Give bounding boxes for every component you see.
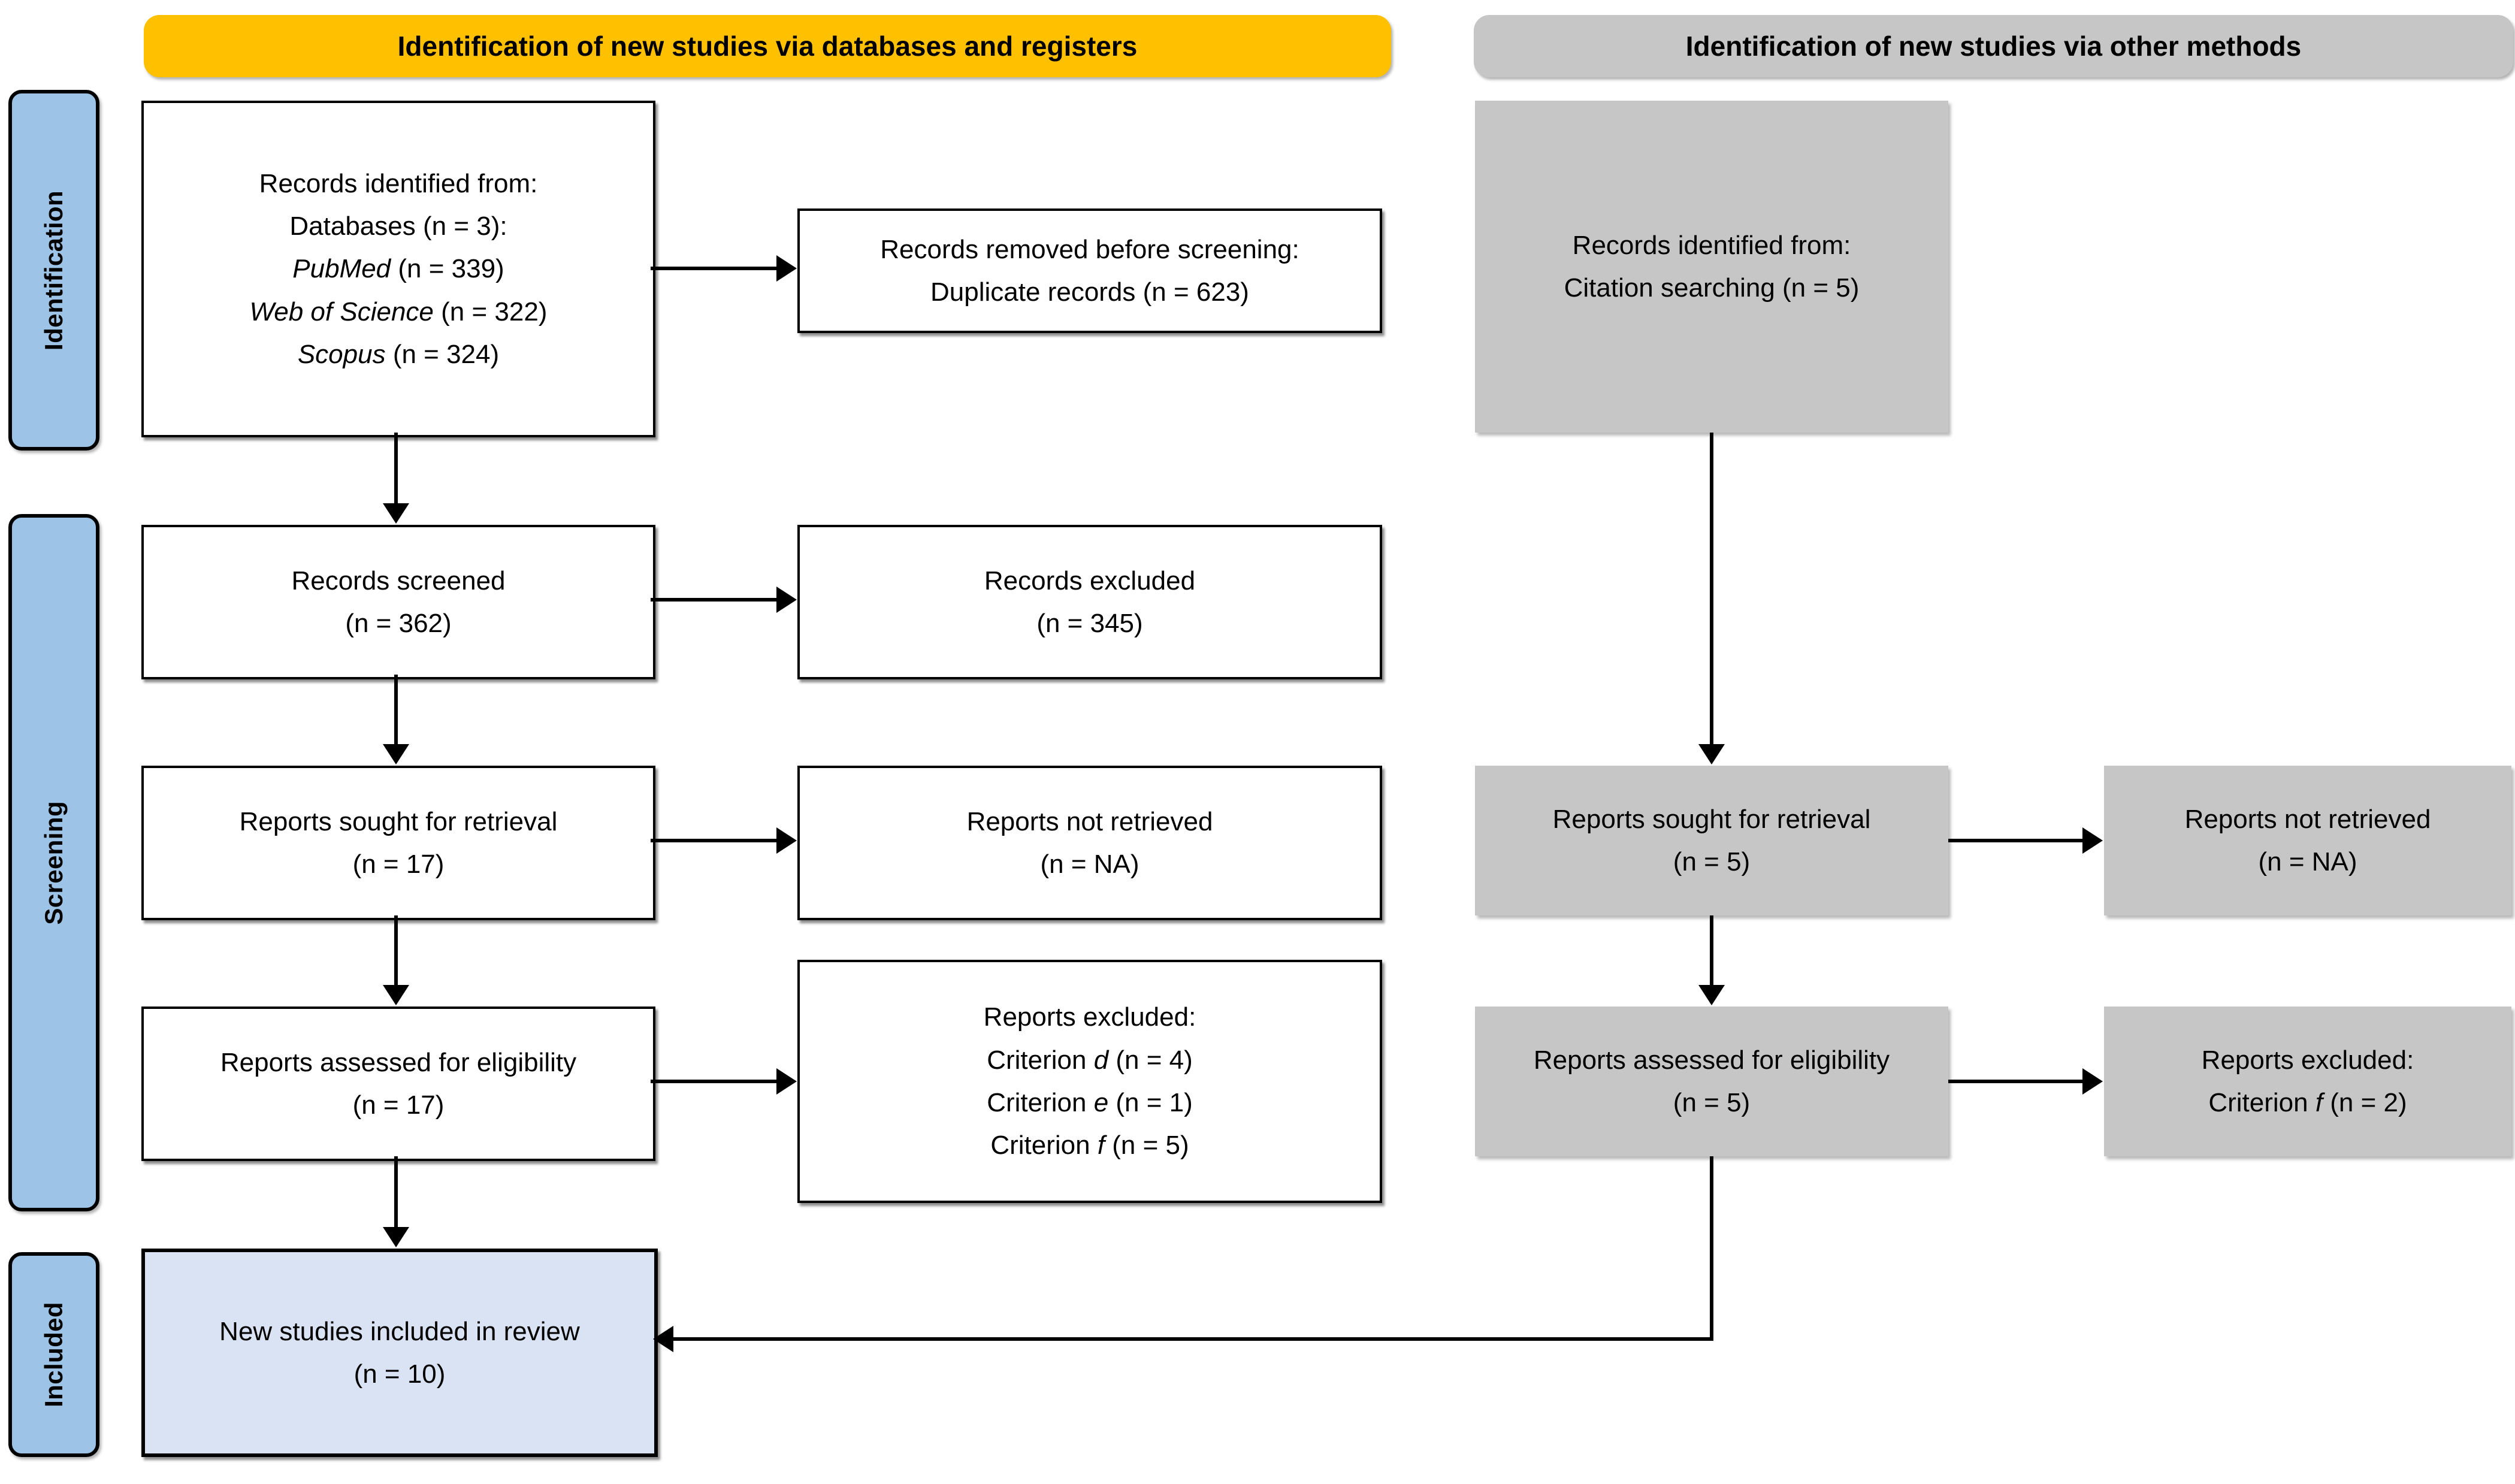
box-reports-sought-for-retrieval: Reports sought for retrieval (n = 17): [141, 766, 655, 920]
arrowhead-other-identified-to-sought: [1698, 744, 1725, 764]
reports-sought-line-2: (n = 17): [352, 850, 445, 879]
connector-sought-to-assessed: [394, 915, 398, 992]
records-identified-line-4: Web of Science (n = 322): [249, 297, 548, 327]
connector-assessed-to-included: [394, 1156, 398, 1234]
box-records-removed-before-screening: Records removed before screening: Duplic…: [797, 208, 1382, 333]
arrowhead-identified-to-screened: [383, 503, 409, 524]
stage-tab-included-label: Included: [40, 1302, 68, 1407]
connector-other-assessed-to-included: [673, 1337, 1713, 1341]
stage-tab-identification-label: Identification: [40, 190, 68, 350]
connector-assessed-to-excluded: [651, 1080, 778, 1083]
reports-assessed-line-1: Reports assessed for eligibility: [220, 1047, 577, 1077]
records-screened-line-2: (n = 362): [345, 609, 452, 638]
records-identified-line-5: Scopus (n = 324): [297, 339, 500, 369]
connector-screened-to-sought: [394, 675, 398, 751]
reports-not-retrieved-line-2: (n = NA): [1040, 850, 1139, 879]
box-reports-assessed-for-eligibility: Reports assessed for eligibility (n = 17…: [141, 1007, 655, 1161]
header-databases-label: Identification of new studies via databa…: [397, 30, 1138, 62]
records-screened-line-1: Records screened: [291, 566, 506, 596]
arrowhead-assessed-to-included: [383, 1227, 409, 1247]
connector-other-assessed-to-excluded: [1948, 1080, 2084, 1083]
arrowhead-sought-to-not-retrieved: [776, 827, 797, 854]
reports-excluded-line-4: Criterion f (n = 5): [990, 1131, 1189, 1160]
records-identified-line-2: Databases (n = 3):: [289, 211, 507, 241]
stage-tab-included: Included: [8, 1252, 99, 1457]
arrowhead-other-assessed-to-included: [653, 1326, 673, 1352]
box-other-reports-sought: Reports sought for retrieval (n = 5): [1475, 766, 1948, 915]
other-reports-sought-line-2: (n = 5): [1673, 847, 1751, 877]
arrowhead-sought-to-assessed: [383, 985, 409, 1005]
records-identified-line-3: PubMed (n = 339): [292, 254, 504, 284]
stage-tab-identification: Identification: [8, 90, 99, 451]
box-other-records-identified: Records identified from: Citation search…: [1475, 101, 1948, 433]
arrowhead-screened-to-sought: [383, 744, 409, 764]
stage-tab-screening-label: Screening: [40, 800, 68, 925]
arrowhead-assessed-to-excluded: [776, 1068, 797, 1095]
box-records-excluded: Records excluded (n = 345): [797, 525, 1382, 679]
other-reports-assessed-line-2: (n = 5): [1673, 1088, 1751, 1117]
box-new-studies-included-in-review: New studies included in review (n = 10): [141, 1249, 658, 1457]
arrowhead-other-sought-to-assessed: [1698, 985, 1725, 1005]
connector-other-identified-to-sought: [1710, 433, 1713, 750]
other-reports-assessed-line-1: Reports assessed for eligibility: [1533, 1045, 1890, 1075]
other-reports-not-retrieved-line-1: Reports not retrieved: [2184, 804, 2431, 834]
records-identified-line-1: Records identified from:: [259, 168, 538, 198]
other-reports-not-retrieved-line-2: (n = NA): [2258, 847, 2357, 877]
records-excluded-line-2: (n = 345): [1036, 609, 1143, 638]
stage-tab-screening: Screening: [8, 514, 99, 1211]
connector-other-sought-to-assessed: [1710, 915, 1713, 992]
reports-assessed-line-2: (n = 17): [352, 1090, 445, 1120]
box-records-screened: Records screened (n = 362): [141, 525, 655, 679]
other-reports-excluded-line-2: Criterion f (n = 2): [2208, 1088, 2407, 1117]
other-reports-excluded-line-1: Reports excluded:: [2201, 1045, 2414, 1075]
box-reports-not-retrieved: Reports not retrieved (n = NA): [797, 766, 1382, 920]
new-studies-included-line-1: New studies included in review: [219, 1316, 580, 1346]
reports-excluded-line-2: Criterion d (n = 4): [987, 1045, 1193, 1075]
header-other-methods: Identification of new studies via other …: [1474, 15, 2513, 77]
connector-sought-to-not-retrieved: [651, 839, 778, 842]
header-databases-and-registers: Identification of new studies via databa…: [144, 15, 1391, 77]
connector-other-assessed-down: [1710, 1156, 1713, 1341]
box-other-reports-not-retrieved: Reports not retrieved (n = NA): [2104, 766, 2511, 915]
arrowhead-screened-to-excluded: [776, 587, 797, 613]
reports-not-retrieved-line-1: Reports not retrieved: [966, 806, 1213, 836]
box-records-identified-databases: Records identified from: Databases (n = …: [141, 101, 655, 437]
reports-sought-line-1: Reports sought for retrieval: [239, 806, 558, 836]
box-reports-excluded-criteria: Reports excluded: Criterion d (n = 4) Cr…: [797, 960, 1382, 1203]
reports-excluded-line-1: Reports excluded:: [983, 1002, 1196, 1032]
arrowhead-other-sought-to-not-retrieved: [2082, 827, 2103, 854]
new-studies-included-line-2: (n = 10): [353, 1359, 446, 1389]
box-other-reports-assessed: Reports assessed for eligibility (n = 5): [1475, 1007, 1948, 1156]
arrowhead-identified-to-removed: [776, 255, 797, 282]
records-removed-line-1: Records removed before screening:: [880, 234, 1299, 264]
other-records-identified-line-2: Citation searching (n = 5): [1564, 273, 1860, 303]
connector-other-sought-to-not-retrieved: [1948, 839, 2084, 842]
other-reports-sought-line-1: Reports sought for retrieval: [1552, 804, 1871, 834]
header-other-methods-label: Identification of new studies via other …: [1685, 30, 2302, 62]
box-other-reports-excluded: Reports excluded: Criterion f (n = 2): [2104, 1007, 2511, 1156]
records-excluded-line-1: Records excluded: [984, 566, 1196, 596]
connector-identified-to-removed: [651, 267, 778, 270]
records-removed-line-2: Duplicate records (n = 623): [930, 277, 1249, 307]
reports-excluded-line-3: Criterion e (n = 1): [987, 1088, 1193, 1117]
connector-identified-to-screened: [394, 433, 398, 510]
other-records-identified-line-1: Records identified from:: [1572, 230, 1851, 260]
connector-screened-to-excluded: [651, 598, 778, 602]
arrowhead-other-assessed-to-excluded: [2082, 1068, 2103, 1095]
